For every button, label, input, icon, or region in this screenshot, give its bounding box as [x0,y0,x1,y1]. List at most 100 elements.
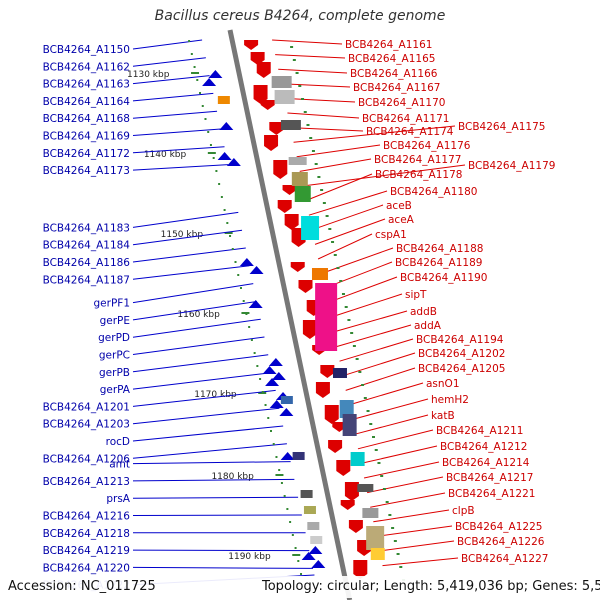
accession-text: Accession: NC_011725 [8,579,156,594]
right-gene-label: BCB4264_A1217 [446,472,533,484]
feature-box [332,368,347,378]
reverse-gene-arrow [315,382,330,398]
position-dot [242,300,245,302]
position-dot [261,391,264,393]
reverse-gene-arrow [253,85,268,104]
right-gene-label: BCB4264_A1212 [440,441,527,453]
right-leader-line [382,557,459,567]
left-leader-line [132,336,265,355]
position-dot [297,560,300,562]
position-dot [231,248,234,250]
scale-tick-label: 1140 kbp [144,150,187,160]
right-leader-line [370,492,446,508]
forward-gene-arrow [265,378,280,386]
forward-gene-arrow [248,300,263,308]
position-dot [283,495,286,497]
forward-gene-arrow [226,158,241,166]
right-leader-line [311,204,384,231]
left-gene-label: BCB4264_A1213 [43,476,130,488]
position-dot [303,111,307,113]
left-gene-label: BCB4264_A1173 [43,165,130,177]
feature-box [291,172,308,186]
forward-gene-arrow [217,152,232,160]
reverse-gene-arrow [328,440,343,453]
position-dot [311,150,315,152]
left-leader-line [132,229,243,246]
feature-box [310,536,323,544]
reverse-gene-arrow [260,100,275,110]
right-leader-line [348,382,424,406]
position-dot [290,46,294,48]
left-gene-label: BCB4264_A1219 [43,545,130,557]
right-gene-label: addA [414,320,442,332]
left-gene-label: gerPA [100,384,131,396]
right-gene-label: BCB4264_A1161 [345,39,432,51]
position-dot [298,85,302,87]
left-gene-label: prsA [106,493,130,505]
scale-tick-label: 1150 kbp [161,230,204,240]
right-leader-line [339,338,414,362]
position-dot [239,287,242,289]
left-leader-line [132,478,295,482]
reverse-gene-arrow [324,405,339,424]
right-leader-line [275,54,346,59]
right-leader-line [376,525,453,537]
right-gene-label: BCB4264_A1225 [455,521,542,533]
position-dot [301,98,305,100]
right-leader-line [290,127,364,132]
forward-gene-arrow [249,266,264,274]
right-leader-line [299,158,372,172]
position-dot [209,144,212,146]
feature-box [274,90,295,104]
position-dot [294,547,297,549]
reverse-gene-arrow [344,482,359,501]
right-leader-line [327,276,398,304]
left-leader-line [132,407,280,425]
position-dot [188,40,191,42]
forward-gene-arrow [311,560,326,568]
left-leader-line [132,57,206,67]
right-leader-line [342,352,416,377]
position-dot [339,280,343,282]
position-dot [309,137,313,139]
right-gene-label: aceA [388,214,415,226]
left-leader-line [132,318,261,338]
reverse-gene-arrow [284,214,299,230]
right-gene-label: aceB [386,200,412,212]
position-dot [267,417,270,419]
position-dot [275,456,278,458]
right-leader-line [281,83,351,88]
feature-box [294,186,311,202]
left-leader-line [132,39,203,50]
position-dot [380,475,384,477]
right-gene-label: hemH2 [431,394,469,406]
left-leader-line [132,247,246,263]
reverse-gene-arrow [269,122,284,135]
left-gene-label: gerPE [100,315,130,327]
position-dot [320,189,324,191]
left-gene-label: rocD [106,436,130,448]
left-gene-label: BCB4264_A1162 [43,61,130,73]
right-gene-label: addB [410,306,437,318]
reverse-gene-arrow [277,200,292,213]
position-dot [358,371,362,373]
feature-box [342,414,357,436]
position-dot [314,163,318,165]
reverse-gene-arrow [298,280,313,293]
right-gene-label: BCB4264_A1194 [416,334,504,346]
right-gene-label: BCB4264_A1189 [395,257,482,269]
position-dot [204,118,207,120]
forward-gene-arrow [268,358,283,366]
position-dot [196,79,199,81]
feature-box [311,268,328,280]
right-gene-label: BCB4264_A1227 [461,553,548,565]
feature-box [280,396,293,404]
scale-tick-label: 1190 kbp [228,552,271,562]
position-dot [385,501,389,503]
position-dot [361,384,365,386]
position-dot [199,92,202,94]
feature-box [350,452,365,466]
left-gene-label: gerPD [98,332,130,344]
left-gene-label: BCB4264_A1218 [43,528,130,540]
left-gene-label: BCB4264_A1150 [43,44,130,56]
